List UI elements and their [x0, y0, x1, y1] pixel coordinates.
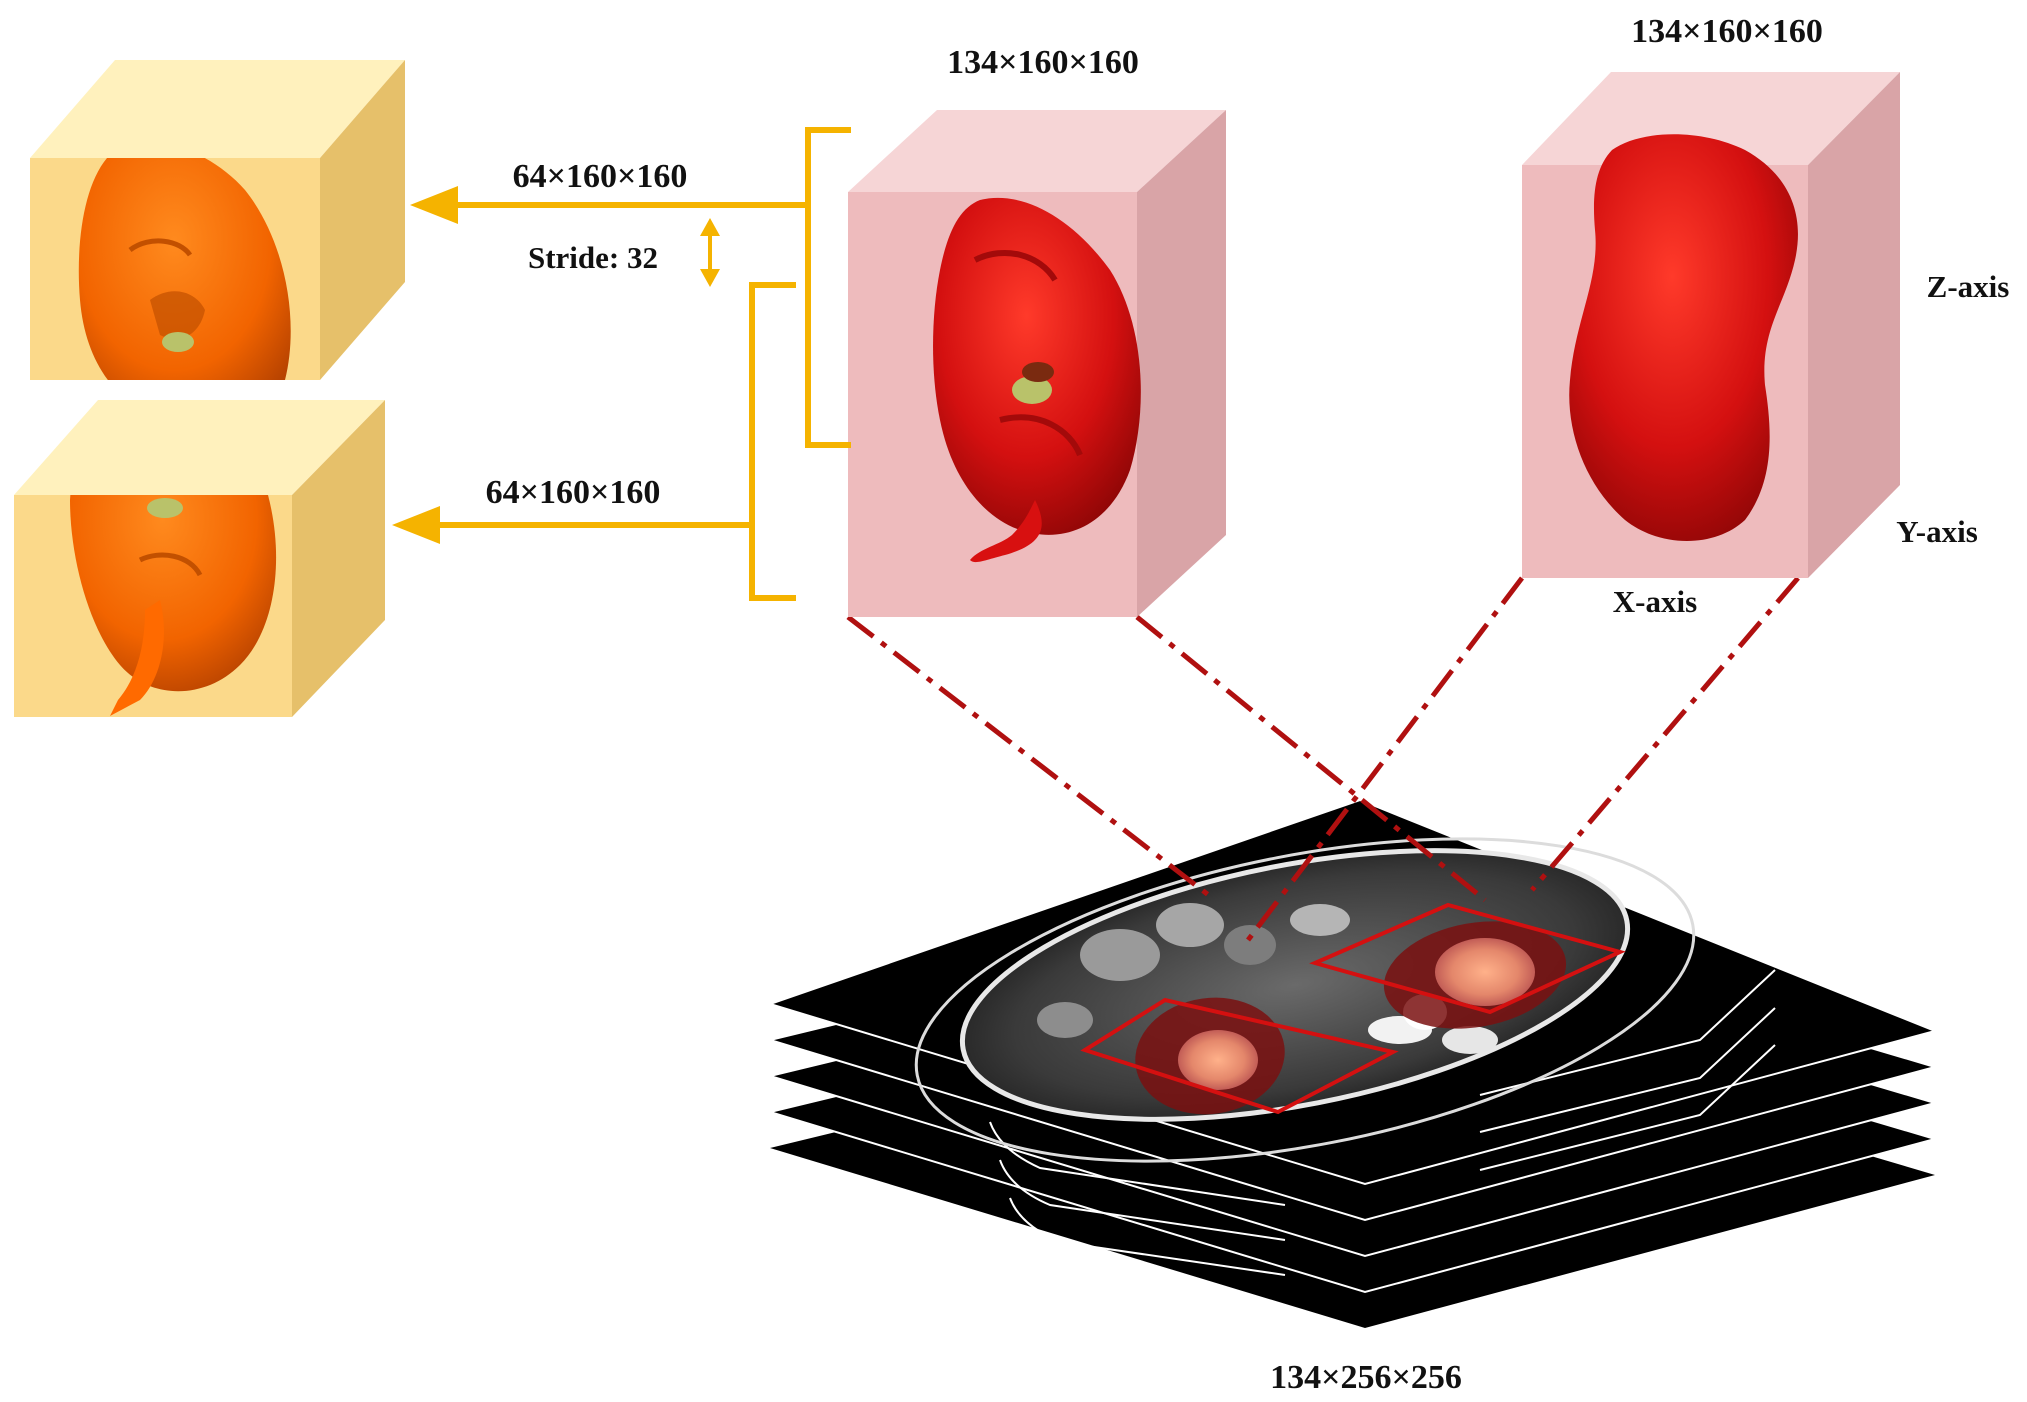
guide-mid-right: [1135, 615, 1487, 902]
kidney-full-right: [1569, 134, 1798, 541]
patch-box-bottom: [14, 400, 385, 717]
ct-slice-stack: [766, 798, 1939, 1328]
kidney-full-middle: [933, 197, 1141, 563]
z-axis-label: Z-axis: [1927, 269, 2010, 304]
volume-box-middle: [848, 110, 1226, 617]
guide-right-left: [1240, 576, 1524, 950]
slice-rim-lines: [989, 969, 1776, 1276]
projection-guides: [846, 576, 1800, 950]
roi-box-right: [1309, 902, 1626, 1015]
bracket-bottom: [749, 282, 796, 601]
guide-right-right: [1530, 576, 1800, 892]
kidney-segmentation-left: [1080, 997, 1399, 1115]
sliding-window-arrows: [435, 127, 851, 601]
volume-middle-dims-label: 134×160×160: [947, 44, 1139, 81]
stride-arrow-head-up: [700, 218, 720, 236]
x-axis-label: X-axis: [1613, 584, 1697, 619]
stride-arrow-head-down: [700, 269, 720, 287]
kidney-segmentation-right: [1309, 902, 1626, 1029]
patch-bottom-dims-label: 64×160×160: [486, 474, 661, 511]
roi-box-left: [1080, 997, 1399, 1115]
volume-right-dims-label: 134×160×160: [1631, 13, 1823, 50]
patch-top-dims-label: 64×160×160: [513, 158, 688, 195]
arrow-top-head: [410, 186, 458, 224]
volume-box-right: [1522, 72, 1900, 578]
arrow-bottom-head: [392, 506, 440, 544]
patch-box-top: [30, 60, 405, 380]
kidney-patch-bottom: [70, 495, 277, 716]
ct-body-outer-rim: [914, 837, 1696, 1163]
bracket-top: [805, 127, 851, 448]
stride-label: Stride: 32: [528, 240, 658, 275]
guide-mid-left: [846, 615, 1217, 902]
arrow-heads: [392, 186, 720, 544]
y-axis-label: Y-axis: [1896, 514, 1978, 549]
kidney-patch-top: [78, 158, 291, 380]
ct-stack-dims-label: 134×256×256: [1270, 1359, 1462, 1396]
